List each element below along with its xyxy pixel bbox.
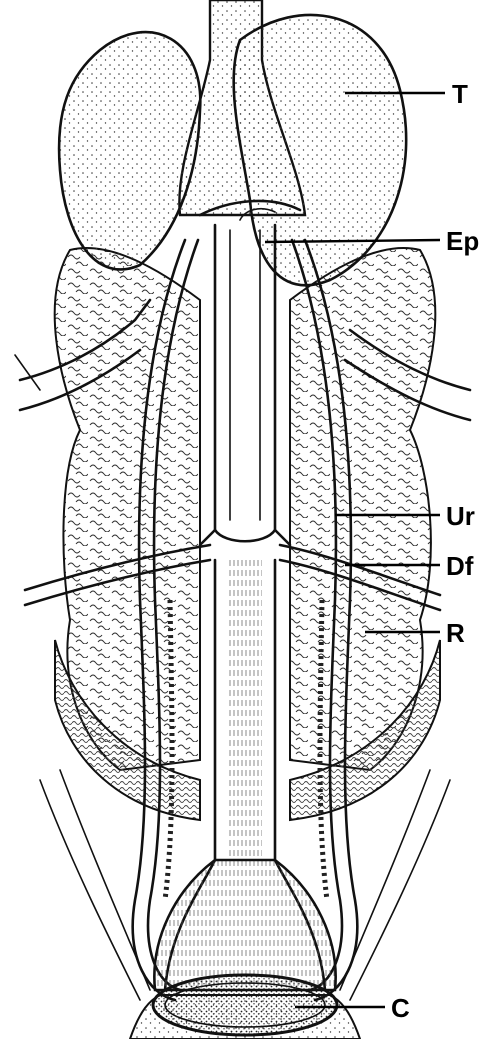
label-t: T — [452, 79, 468, 109]
bulb — [154, 860, 335, 990]
testis-left — [59, 32, 200, 269]
label-c: C — [391, 993, 410, 1023]
label-ur: Ur — [446, 501, 475, 531]
label-ep: Ep — [446, 226, 479, 256]
label-df: Df — [446, 551, 474, 581]
label-r: R — [446, 618, 465, 648]
